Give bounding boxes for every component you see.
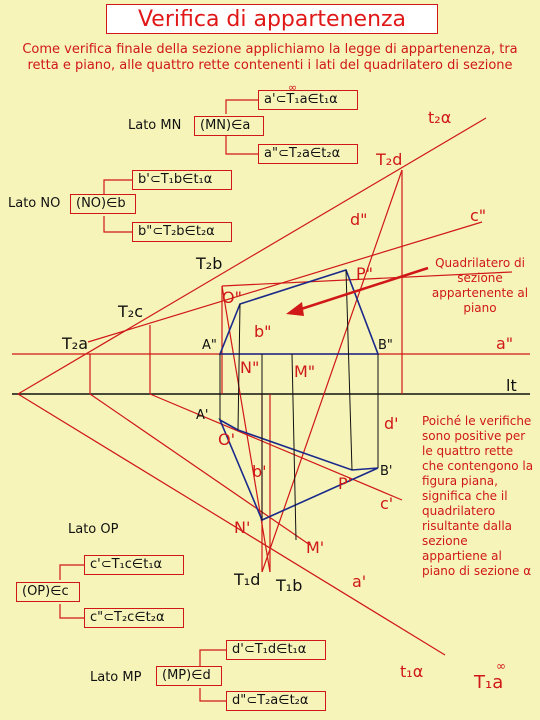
quad-horizontal [218, 418, 379, 522]
label-b-point-second: B" [378, 338, 393, 353]
trace-t2-alpha [17, 117, 487, 395]
label-t1b: T₁b [276, 576, 303, 595]
label-t2c: T₂c [118, 302, 143, 321]
label-d-first: d' [384, 414, 399, 433]
page-title: Verifica di appartenenza [106, 4, 438, 34]
side-op: Lato OP [68, 522, 119, 537]
box-mp-upper: d'⊂T₁d∈t₁α [226, 640, 326, 660]
bracket-mp-bot [199, 688, 226, 702]
box-mn-lower: a"⊂T₂a∈t₂α [258, 144, 358, 164]
bracket-mn-top [225, 99, 258, 114]
label-t2d: T₂d [376, 150, 403, 169]
arrow-shaft [297, 266, 429, 312]
label-o-second: O" [222, 288, 242, 307]
label-a-first: a' [352, 572, 367, 591]
box-no-lower: b"⊂T₂b∈t₂α [132, 222, 232, 242]
box-mp-main: (MP)∈d [156, 666, 222, 686]
line-b-second [221, 271, 513, 287]
label-a-point-first: A' [196, 408, 209, 423]
label-a-second: a" [496, 334, 514, 353]
proj-m [291, 353, 297, 541]
label-p-second: P" [356, 264, 374, 283]
bracket-no-top [103, 179, 132, 194]
label-b-first: b' [252, 462, 267, 481]
box-mp-lower: d"⊂T₂a∈t₂α [226, 691, 326, 711]
arrow-head [286, 302, 304, 316]
label-m-first: M' [306, 538, 325, 557]
box-op-lower: c"⊂T₂c∈t₂α [84, 608, 184, 628]
box-no-main: (NO)∈b [70, 194, 136, 214]
note-quadrilateral: Quadrilatero di sezione appartenente al … [431, 256, 529, 315]
label-t2b: T₂b [196, 254, 223, 273]
label-c-first: c' [380, 494, 394, 513]
box-op-main: (OP)∈c [16, 582, 80, 602]
label-m-second: M" [294, 362, 316, 381]
label-b-second: b" [254, 322, 272, 341]
side-no: Lato NO [8, 196, 61, 211]
label-a-point-second: A" [202, 338, 217, 353]
line-c-second [87, 221, 483, 343]
label-c-second: c" [470, 206, 487, 225]
infinity-mark-lower: ∞ [496, 659, 506, 673]
label-t1d: T₁d [234, 570, 261, 589]
label-t1-alpha: t₁α [400, 662, 424, 681]
side-mn: Lato MN [128, 118, 182, 133]
label-o-first: O' [218, 430, 235, 449]
line-a-first [89, 393, 311, 546]
side-mp: Lato MP [90, 670, 142, 685]
label-t2-alpha: t₂α [428, 108, 452, 127]
box-op-upper: c'⊂T₁c∈t₁α [84, 555, 184, 575]
label-t2a: T₂a [62, 334, 88, 353]
label-lt: lt [506, 376, 517, 395]
label-t1a: T₁a [474, 672, 504, 693]
proj-p [345, 269, 353, 471]
proj-o [237, 303, 241, 431]
label-b-point-first: B' [380, 464, 393, 479]
infinity-mark-upper: ∞ [288, 81, 298, 94]
line-c-first [149, 393, 403, 501]
label-n-first: N' [234, 518, 251, 537]
bracket-op-bot [59, 604, 84, 619]
box-no-upper: b'⊂T₁b∈t₁α [132, 170, 232, 190]
line-d-second [261, 169, 403, 573]
bracket-op-top [59, 564, 84, 580]
bracket-no-bot [103, 216, 132, 233]
label-n-second: N" [240, 358, 260, 377]
bracket-mn-bot [225, 136, 258, 155]
trace-t1-alpha [17, 393, 446, 656]
intro-text: Come verifica finale della sezione appli… [22, 42, 518, 73]
label-d-second: d" [350, 210, 368, 229]
note-final: Poiché le verifiche sono positive per le… [422, 414, 534, 578]
box-mn-upper: a'⊂T₁a∈t₁α [258, 90, 358, 110]
bracket-mp-top [199, 649, 226, 667]
box-mn-main: (MN)∈a [194, 116, 264, 136]
label-p-first: P' [338, 474, 353, 493]
